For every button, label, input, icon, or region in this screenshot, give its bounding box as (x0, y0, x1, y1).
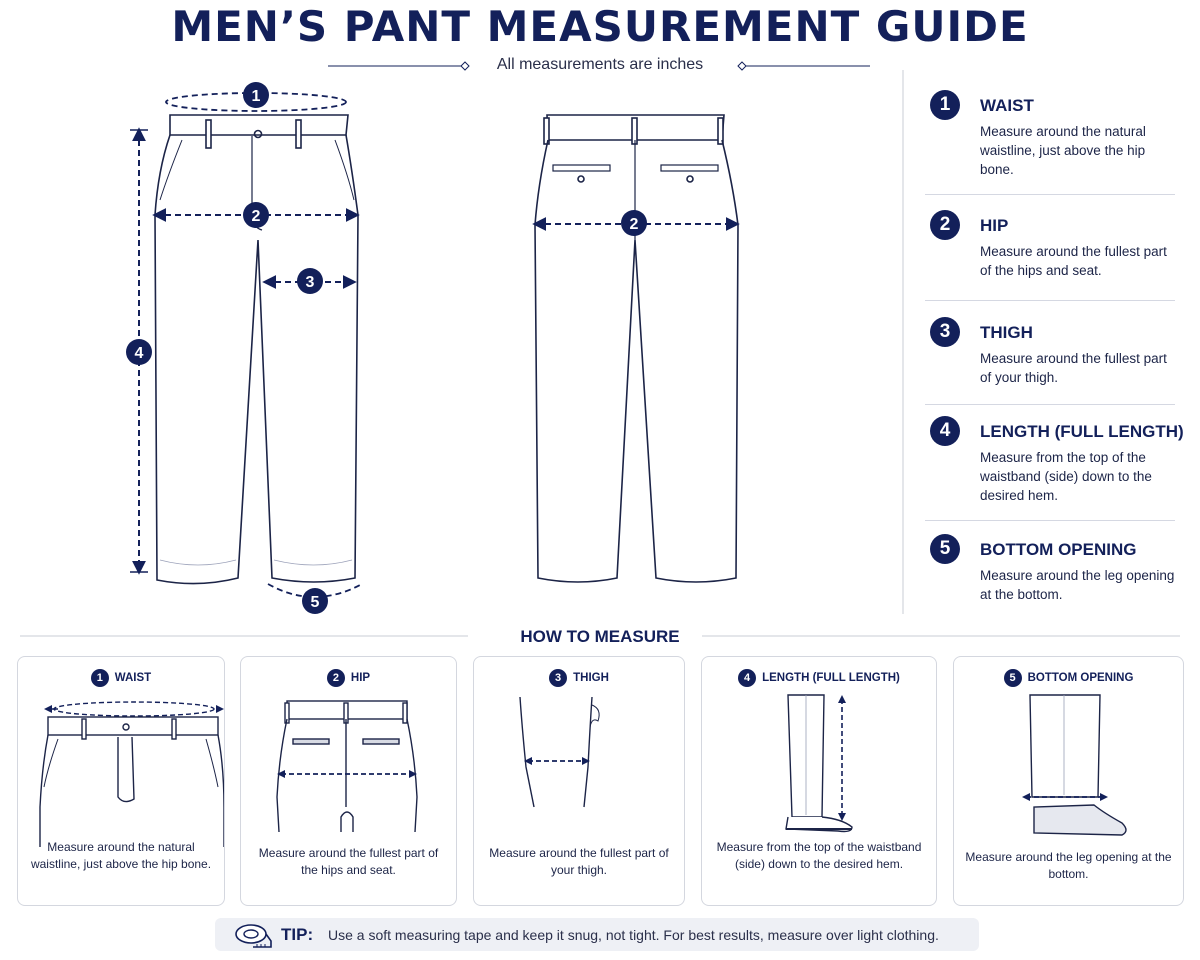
svg-text:3: 3 (306, 274, 315, 291)
howto-card-thigh: 3 THIGH Measure around the fullest part o… (473, 656, 685, 906)
front-marker-4: 4 (126, 339, 152, 365)
legend-number: 5 (930, 534, 960, 564)
hip-pants-icon (276, 700, 418, 833)
svg-text:5: 5 (311, 594, 320, 611)
card-desc: Measure around the natural waistline, ju… (30, 840, 212, 871)
howto-card-waist: 1 WAIST Measure around the natural waistl… (17, 656, 225, 906)
card-number: 5 (1003, 669, 1022, 687)
legend-name: BOTTOM OPENING (980, 540, 1137, 559)
front-pants-icon (154, 114, 359, 585)
card-title: HIP (350, 672, 371, 684)
card-header: 5 BOTTOM OPENING (954, 669, 1183, 687)
legend-divider (925, 520, 1175, 521)
svg-text:2: 2 (252, 208, 261, 225)
card-number: 2 (326, 669, 345, 687)
subtitle: All measurements are inches (496, 56, 704, 73)
legend-name: WAIST (980, 96, 1034, 115)
legend-desc: Measure from the top of the waistband (s… (980, 450, 1152, 503)
front-marker-5: 5 (302, 588, 328, 614)
legend-desc: Measure around the fullest part of the h… (980, 244, 1167, 278)
card-number: 3 (549, 669, 568, 687)
legend-number: 1 (930, 90, 960, 120)
legend-item-hip: 2 HIP Measure around the fullest part of… (930, 210, 1180, 290)
legend-number: 3 (930, 317, 960, 347)
card-header: 3 THIGH (474, 669, 684, 687)
card-number: 1 (90, 669, 109, 687)
card-number: 4 (738, 669, 757, 687)
measuring-tape-icon (235, 924, 272, 948)
card-title: BOTTOM OPENING (1027, 672, 1134, 684)
legend-name: LENGTH (FULL LENGTH) (980, 422, 1184, 441)
legend-desc: Measure around the fullest part of your … (980, 351, 1167, 385)
card-desc: Measure around the leg opening at the bo… (965, 850, 1172, 881)
legend-name: THIGH (980, 323, 1033, 342)
card-title: LENGTH (FULL LENGTH) (762, 672, 900, 684)
howto-divider-icon (20, 635, 1180, 637)
tip-label: TIP: (281, 925, 314, 944)
legend-number: 4 (930, 416, 960, 446)
legend-item-length: 4 LENGTH (FULL LENGTH) Measure from the … (930, 416, 1184, 516)
subtitle-row: All measurements are inches (325, 56, 875, 78)
legend-number: 2 (930, 210, 960, 240)
legend-item-thigh: 3 THIGH Measure around the fullest part … (930, 317, 1180, 397)
legend-desc: Measure around the natural waistline, ju… (980, 124, 1146, 177)
legend-divider (925, 194, 1175, 195)
card-desc: Measure around the fullest part of your … (489, 846, 669, 877)
legend-divider (925, 404, 1175, 405)
howto-card-length: 4 LENGTH (FULL LENGTH) Measure from the t… (701, 656, 937, 906)
card-header: 4 LENGTH (FULL LENGTH) (702, 669, 936, 687)
legend-divider (925, 300, 1175, 301)
card-desc: Measure around the fullest part of the h… (258, 846, 439, 877)
card-header: 2 HIP (241, 669, 456, 687)
bottom-opening-leg-icon (1022, 694, 1127, 836)
back-marker-2: 2 (621, 210, 647, 236)
front-marker-3: 3 (297, 268, 323, 294)
front-marker-1: 1 (243, 82, 269, 108)
card-desc: Measure from the top of the waistband (s… (716, 840, 922, 871)
legend-item-waist: 1 WAIST Measure around the natural waist… (930, 90, 1180, 190)
tip-text: Use a soft measuring tape and keep it sn… (328, 927, 939, 943)
legend-name: HIP (980, 216, 1009, 235)
pants-illustration: 1 2 3 4 5 2 (126, 70, 904, 614)
front-marker-2: 2 (243, 202, 269, 228)
waist-pants-icon (39, 701, 224, 847)
card-header: 1 WAIST (18, 669, 224, 687)
svg-text:2: 2 (630, 216, 639, 233)
back-pants-icon (534, 114, 739, 583)
howto-card-bottom-opening: 5 BOTTOM OPENING Measure around the leg o… (953, 656, 1184, 906)
howto-card-hip: 2 HIP Measure around the fullest part of … (240, 656, 457, 906)
page-title: MEN’S PANT MEASUREMENT GUIDE (171, 2, 1029, 51)
tip-banner: TIP: Use a soft measuring tape and keep … (215, 918, 979, 951)
thigh-leg-icon (519, 696, 600, 808)
length-leg-icon (785, 694, 853, 833)
subtitle-divider-icon (328, 61, 870, 71)
svg-text:4: 4 (135, 345, 144, 362)
legend-item-bottom-opening: 5 BOTTOM OPENING Measure around the leg … (930, 534, 1180, 614)
how-to-measure-heading: HOW TO MEASURE (520, 627, 680, 646)
svg-text:1: 1 (252, 88, 261, 105)
card-title: THIGH (573, 672, 609, 684)
card-title: WAIST (114, 672, 152, 684)
legend-desc: Measure around the leg opening at the bo… (980, 568, 1175, 602)
